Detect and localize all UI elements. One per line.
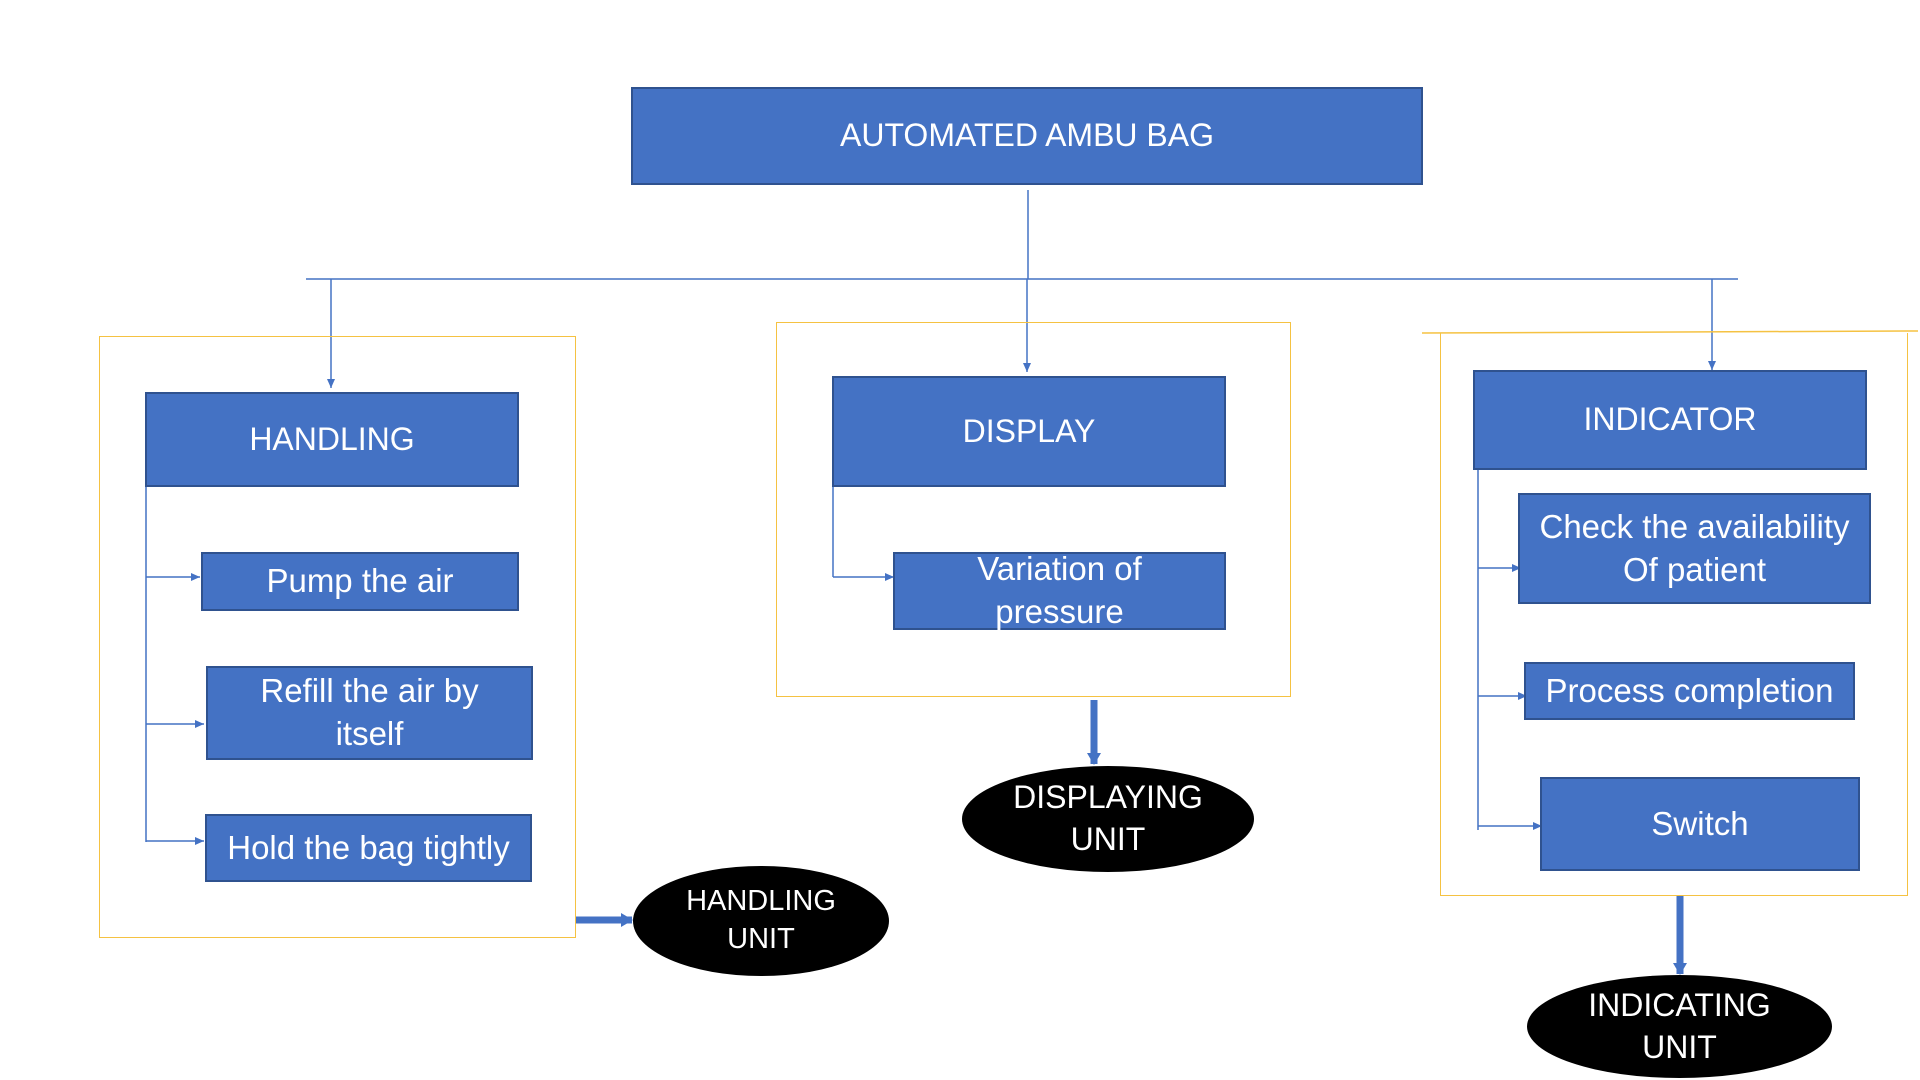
display-title: DISPLAY (962, 412, 1096, 449)
display-item-pressure: Variation of pressure (893, 550, 1226, 630)
handling-item-label: Refill the air by itself (260, 672, 479, 752)
handling-item-refill: Refill the air by itself (206, 666, 533, 760)
indicating-unit-oval: INDICATING UNIT (1527, 975, 1832, 1078)
displaying-unit-label: DISPLAYING UNIT (1013, 779, 1203, 857)
indicator-frame (1440, 333, 1908, 896)
root-label: AUTOMATED AMBU BAG (840, 117, 1214, 154)
indicating-unit-label: INDICATING UNIT (1588, 986, 1771, 1065)
handling-item-hold: Hold the bag tightly (205, 814, 532, 882)
displaying-unit-oval: DISPLAYING UNIT (962, 766, 1254, 872)
indicator-header: INDICATOR (1473, 370, 1867, 470)
handling-item-label: Pump the air (266, 562, 454, 600)
handling-frame (99, 336, 576, 938)
indicator-title: INDICATOR (1583, 401, 1757, 438)
handling-title: HANDLING (249, 420, 415, 457)
handling-unit-label: HANDLING UNIT (686, 885, 836, 955)
handling-item-label: Hold the bag tightly (227, 828, 510, 866)
indicator-item-availability: Check the availability Of patient (1518, 493, 1871, 604)
handling-item-pump: Pump the air (201, 552, 519, 611)
indicator-item-label: Process completion (1545, 671, 1834, 709)
handling-unit-oval: HANDLING UNIT (633, 866, 889, 976)
indicator-item-label: Switch (1651, 804, 1749, 842)
indicator-item-completion: Process completion (1524, 662, 1855, 720)
indicator-item-label: Check the availability Of patient (1539, 507, 1850, 588)
indicator-frame-top-edge (1421, 330, 1919, 334)
root-box: AUTOMATED AMBU BAG (631, 87, 1423, 185)
display-header: DISPLAY (832, 376, 1226, 487)
handling-header: HANDLING (145, 392, 519, 487)
display-item-label: Variation of pressure (977, 550, 1142, 630)
indicator-item-switch: Switch (1540, 777, 1860, 871)
display-frame (776, 322, 1291, 697)
